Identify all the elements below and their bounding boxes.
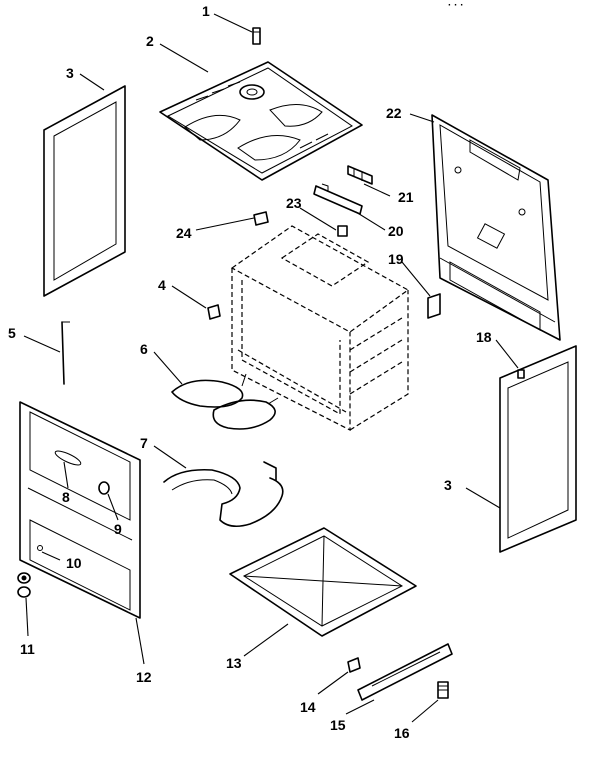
- callout-23: 23: [286, 195, 302, 211]
- oven-cavity: [230, 225, 410, 431]
- callout-4: 4: [158, 277, 166, 293]
- callout-24: 24: [176, 225, 192, 241]
- part-5-strip: [61, 321, 70, 385]
- callout-1: 1: [202, 3, 210, 19]
- callout-13: 13: [226, 655, 242, 671]
- part-4-fastener: [207, 304, 221, 320]
- part-24-clip: [253, 211, 269, 226]
- part-15-trim-bar: [357, 643, 453, 701]
- callout-3-left: 3: [66, 65, 74, 81]
- callout-3-right: 3: [444, 477, 452, 493]
- part-12-front-frame: [19, 401, 141, 619]
- part-20-rail-bracket: [313, 183, 363, 215]
- callout-5: 5: [8, 325, 16, 341]
- part-19-bracket: [427, 293, 441, 319]
- callout-9: 9: [114, 521, 122, 537]
- callout-12: 12: [136, 669, 152, 685]
- callout-7: 7: [140, 435, 148, 451]
- part-14-clip: [347, 657, 361, 673]
- part-21-bracket: [347, 165, 373, 185]
- part-7-broil-element: [163, 461, 284, 528]
- part-2-cooktop: [159, 61, 363, 181]
- callout-10: 10: [66, 555, 82, 571]
- header-fragment: · · ·: [448, 0, 464, 11]
- part-3-side-panel-right: [499, 345, 577, 553]
- part-18-screw: [517, 369, 525, 379]
- part-22-rear-panel: [431, 114, 561, 341]
- part-13-bottom-pan: [229, 527, 417, 637]
- callout-2: 2: [146, 33, 154, 49]
- callout-16: 16: [394, 725, 410, 741]
- callout-22: 22: [386, 105, 402, 121]
- callout-8: 8: [62, 489, 70, 505]
- callout-20: 20: [388, 223, 404, 239]
- callout-18: 18: [476, 329, 492, 345]
- part-11-grommet: [17, 572, 31, 598]
- part-3-side-panel-left: [43, 85, 126, 297]
- callout-19: 19: [388, 251, 404, 267]
- part-23-clip: [337, 225, 348, 237]
- part-1-pin: [252, 27, 261, 45]
- callout-6: 6: [140, 341, 148, 357]
- callout-15: 15: [330, 717, 346, 733]
- callout-11: 11: [20, 641, 35, 657]
- part-16-leveling-leg: [437, 681, 449, 699]
- callout-21: 21: [398, 189, 414, 205]
- callout-14: 14: [300, 699, 316, 715]
- part-6-bake-element: [171, 373, 279, 430]
